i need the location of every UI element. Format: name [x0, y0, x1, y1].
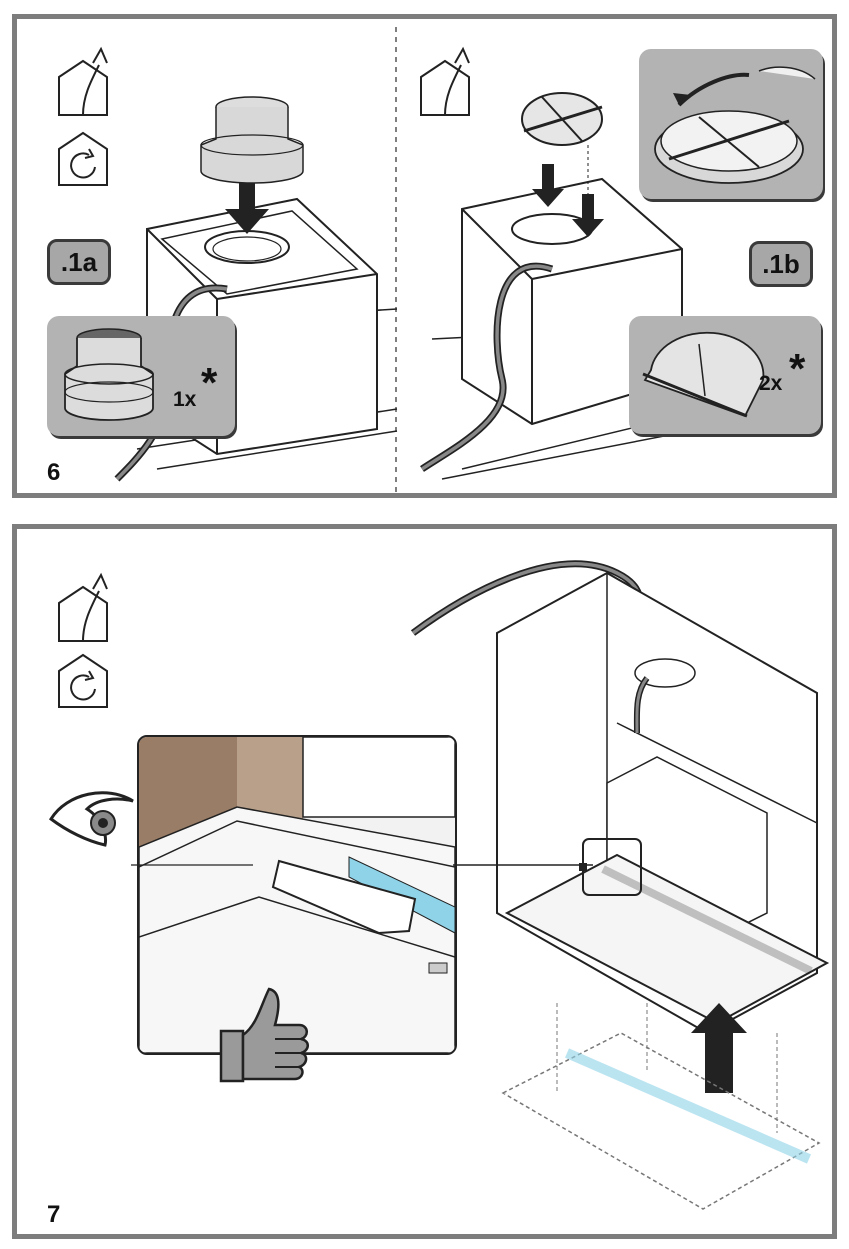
exhaust-mode-icon: [58, 572, 108, 642]
exhaust-mode-icon: [420, 46, 470, 116]
filter-quantity-mark: *: [789, 345, 806, 392]
step-number: 7: [47, 1201, 61, 1228]
adapter-quantity-mark: *: [201, 359, 218, 406]
step-7-panel: 7: [12, 524, 837, 1239]
zoom-detail-drawing: [139, 737, 455, 1053]
variant-a-badge: .1a: [47, 239, 111, 285]
adapter-icon: [64, 328, 154, 421]
cabinet-hood-installation-illustration: [131, 560, 830, 1210]
variant-b-label: .1b: [762, 248, 800, 279]
filter-inset: 2x *: [629, 316, 821, 434]
filter-rotation-drawing: [654, 66, 816, 184]
step-6-panel: .1a 1x * 6: [12, 14, 837, 498]
filter-half-icon: [642, 331, 765, 418]
panel-divider: [395, 27, 397, 497]
recirculation-mode-icon: [58, 131, 108, 186]
adapter-inset: 1x *: [47, 316, 235, 436]
filter-quantity: 2x: [759, 372, 783, 395]
zoom-detail-inset: [137, 735, 457, 1055]
eye-icon: [49, 791, 134, 847]
filter-rotation-inset: [639, 49, 823, 199]
recirculation-mode-icon: [58, 653, 108, 708]
zoom-connector-line: [453, 864, 593, 866]
thumbs-up-icon: [219, 987, 309, 1083]
cabinet-with-filters-illustration: [420, 92, 753, 480]
variant-a-label: .1a: [60, 246, 98, 277]
adapter-quantity: 1x: [173, 388, 197, 411]
exhaust-mode-icon: [58, 46, 108, 116]
step-number: 6: [47, 459, 61, 486]
variant-b-badge: .1b: [749, 241, 813, 287]
